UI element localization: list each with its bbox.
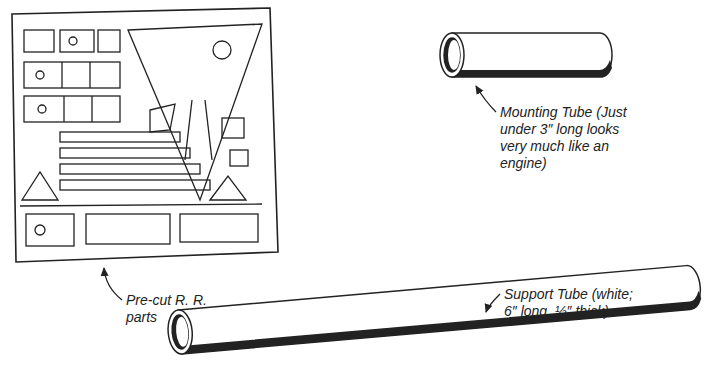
parts-sheet [12, 8, 278, 262]
leader-lines [104, 86, 500, 346]
part-label: Support Tube (white; 6″ long, ½″ thick) [504, 286, 634, 320]
support-tube [166, 265, 702, 356]
mounting-tube [440, 33, 612, 77]
part-label: Pre-cut R. R. parts [126, 292, 226, 326]
part-label: Mounting Tube (Just under 3″ long looks … [500, 104, 640, 172]
